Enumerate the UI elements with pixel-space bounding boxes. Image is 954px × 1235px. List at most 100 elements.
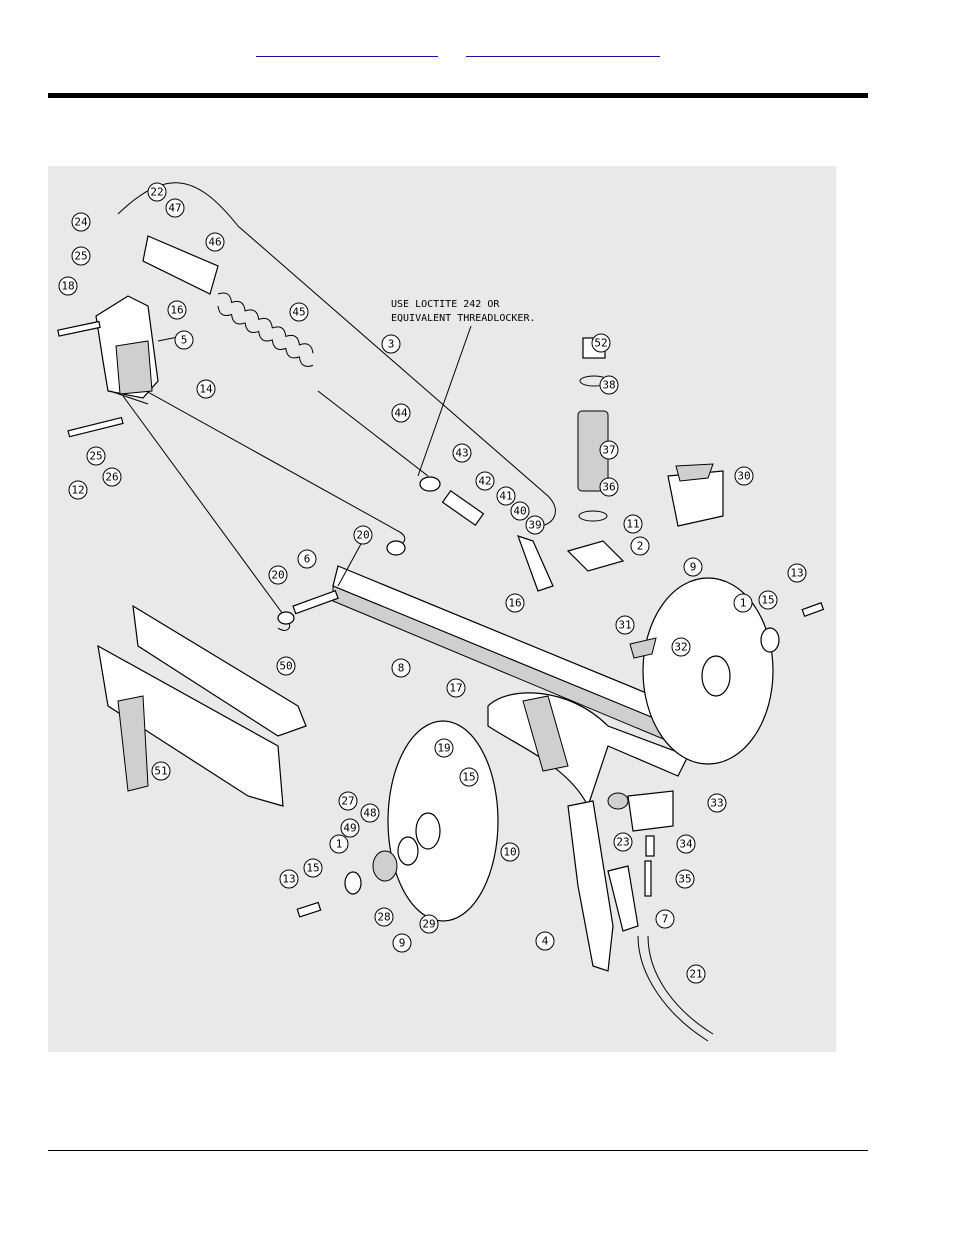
- callout-31: 31: [615, 615, 635, 635]
- callout-1: 1: [733, 593, 753, 613]
- callout-7: 7: [655, 909, 675, 929]
- callout-label: 47: [168, 202, 181, 215]
- callout-19: 19: [434, 738, 454, 758]
- frame-left: [97, 644, 284, 807]
- callout-label: 26: [105, 471, 118, 484]
- callout-label: 7: [662, 913, 669, 926]
- callout-16: 16: [505, 593, 525, 613]
- callout-48: 48: [360, 803, 380, 823]
- callout-label: 21: [689, 968, 702, 981]
- callout-9: 9: [683, 557, 703, 577]
- callout-10: 10: [500, 842, 520, 862]
- callout-label: 22: [150, 186, 163, 199]
- callout-41: 41: [496, 486, 516, 506]
- callout-11: 11: [623, 514, 643, 534]
- bushing-20-lower: [277, 611, 295, 625]
- bushing-20-upper: [386, 540, 406, 556]
- callout-27: 27: [338, 791, 358, 811]
- compression-spring: [217, 292, 314, 367]
- callout-label: 8: [398, 662, 405, 675]
- diagram-drawing: USE LOCTITE 242 OR EQUIVALENT THREADLOCK…: [57, 182, 825, 1042]
- callout-label: 1: [336, 838, 343, 851]
- callout-label: 23: [616, 836, 629, 849]
- sleeve-42: [441, 489, 485, 527]
- callout-label: 9: [399, 937, 406, 950]
- bolt-13-right: [801, 602, 825, 618]
- callout-15: 15: [303, 858, 323, 878]
- callout-1: 1: [329, 834, 349, 854]
- callout-23: 23: [613, 832, 633, 852]
- assembly-outline-mid: [127, 380, 406, 545]
- callout-8: 8: [391, 658, 411, 678]
- callout-28: 28: [374, 907, 394, 927]
- bearing-1-left: [344, 871, 362, 895]
- handle-grip-30: [675, 463, 714, 482]
- footer-rule: [48, 1150, 868, 1151]
- callout-39: 39: [525, 515, 545, 535]
- header-link-2[interactable]: [466, 38, 660, 57]
- header-link-1[interactable]: [256, 38, 438, 57]
- snap-ring-36: [578, 510, 608, 522]
- callout-label: 28: [377, 911, 390, 924]
- callout-label: 41: [499, 490, 512, 503]
- callout-label: 16: [508, 597, 521, 610]
- note-line-1: USE LOCTITE 242 OR: [391, 299, 500, 310]
- callout-label: 30: [737, 470, 750, 483]
- block-33: [627, 790, 674, 832]
- spring-34: [645, 835, 655, 857]
- callout-label: 16: [170, 304, 183, 317]
- callout-label: 10: [503, 846, 516, 859]
- bolt-18: [57, 320, 101, 337]
- callout-13: 13: [279, 869, 299, 889]
- callout-15: 15: [758, 590, 778, 610]
- callout-34: 34: [676, 834, 696, 854]
- spring-rod: [317, 390, 429, 477]
- shank: [567, 800, 614, 972]
- callout-16: 16: [167, 300, 187, 320]
- cup-23: [607, 792, 629, 810]
- callout-20: 20: [353, 525, 373, 545]
- callout-4: 4: [535, 931, 555, 951]
- callout-44: 44: [391, 403, 411, 423]
- callout-24: 24: [71, 212, 91, 232]
- callout-25: 25: [86, 446, 106, 466]
- callout-label: 39: [528, 519, 541, 532]
- callout-label: 24: [74, 216, 88, 229]
- bolt-12: [67, 416, 124, 438]
- leader-lines: [109, 325, 472, 587]
- callout-label: 49: [343, 822, 356, 835]
- callout-26: 26: [102, 467, 122, 487]
- point: [637, 935, 709, 1042]
- bracket-plate: [115, 340, 153, 395]
- callout-label: 37: [602, 444, 615, 457]
- washer-43: [419, 476, 441, 492]
- callout-17: 17: [446, 678, 466, 698]
- callout-47: 47: [165, 198, 185, 218]
- callout-12: 12: [68, 480, 88, 500]
- point-bracket: [607, 865, 639, 932]
- callout-38: 38: [599, 375, 619, 395]
- note-line-2: EQUIVALENT THREADLOCKER.: [391, 313, 536, 324]
- callout-52: 52: [591, 333, 611, 353]
- callout-6: 6: [297, 549, 317, 569]
- callout-3: 3: [381, 334, 401, 354]
- callout-label: 42: [478, 475, 491, 488]
- callout-label: 32: [674, 641, 687, 654]
- frame-arm-left: [522, 695, 569, 772]
- frame-left-arm: [117, 695, 149, 792]
- callout-label: 6: [304, 553, 311, 566]
- callout-30: 30: [734, 466, 754, 486]
- callout-label: 27: [341, 795, 354, 808]
- callout-label: 5: [181, 334, 188, 347]
- callout-label: 19: [437, 742, 450, 755]
- callout-label: 25: [89, 450, 102, 463]
- pin-35: [644, 860, 652, 897]
- callout-label: 1: [740, 597, 747, 610]
- callout-label: 38: [602, 379, 615, 392]
- spring-tube: [142, 235, 219, 295]
- bolt-13-left: [296, 901, 322, 918]
- callout-46: 46: [205, 232, 225, 252]
- disc-hub-left: [415, 812, 441, 850]
- callout-label: 13: [790, 567, 803, 580]
